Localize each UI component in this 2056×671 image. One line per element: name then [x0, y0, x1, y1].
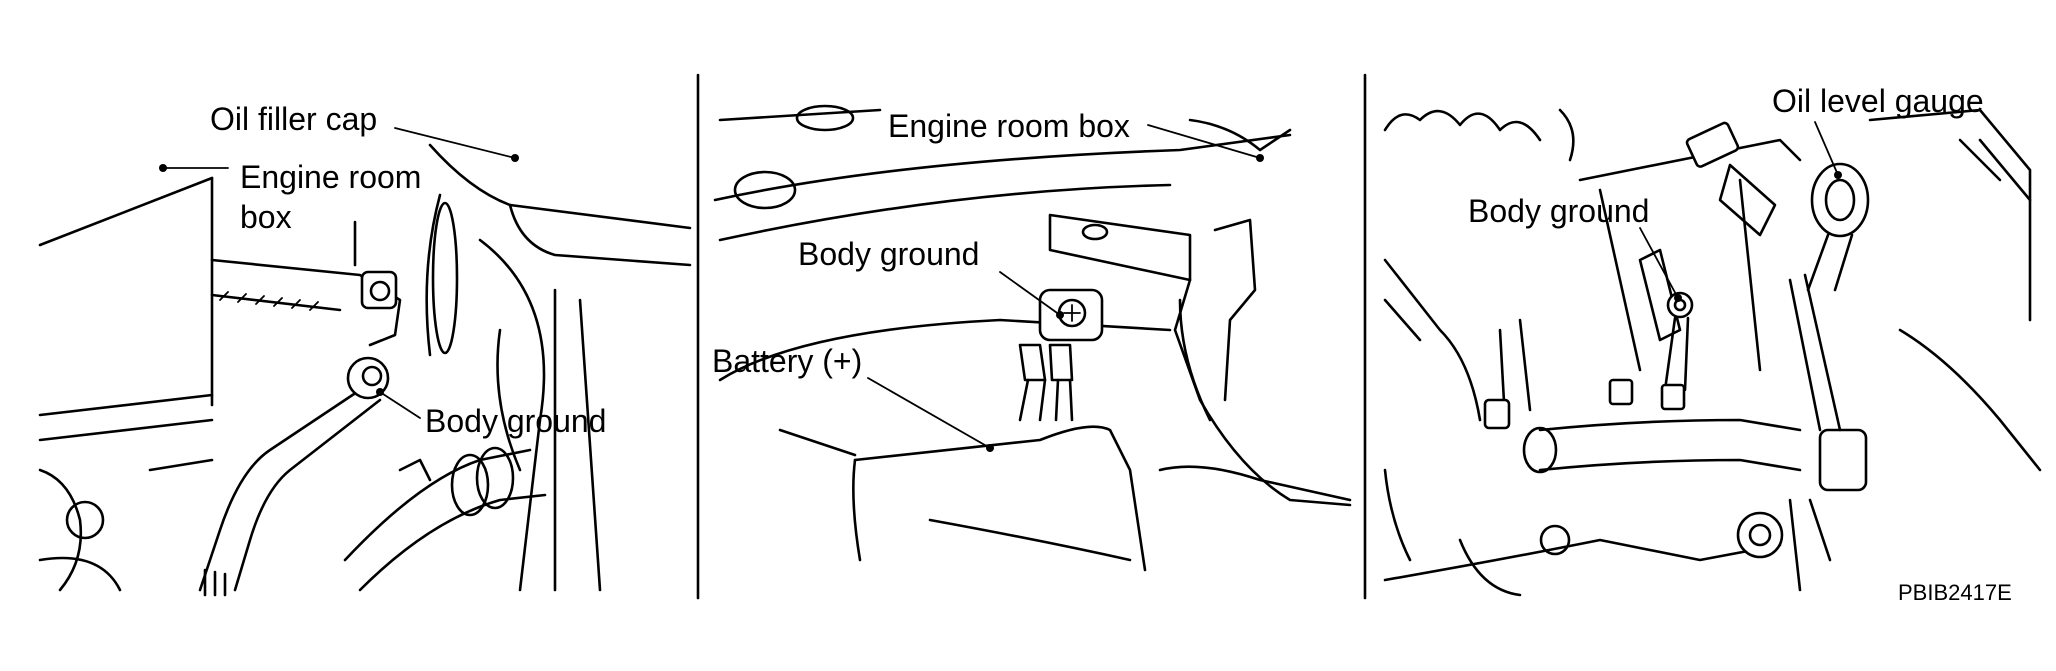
label-engine-room-box-line2: box [240, 199, 292, 235]
label-engine-room-box-line1: Engine room [240, 159, 421, 195]
panel-1: Oil filler cap Engine room box Body grou… [38, 101, 692, 597]
panel-1-engine-room-box-drawing [38, 176, 402, 472]
label-body-ground: Body ground [798, 236, 979, 272]
panel-2-battery-drawing [718, 318, 1352, 572]
panel-3-hoses-drawing [1383, 108, 1802, 474]
label-oil-level-gauge: Oil level gauge [1772, 83, 1984, 119]
panel-1-ground-cable-drawing [198, 356, 390, 597]
label-oil-filler-cap: Oil filler cap [210, 101, 377, 137]
panel-3: Oil level gauge Body ground [1383, 83, 2042, 597]
label-body-ground: Body ground [1468, 193, 1649, 229]
panel-2-ground-terminal-drawing [1018, 288, 1104, 422]
label-body-ground: Body ground [425, 403, 606, 439]
panel-2-bracket-drawing [1173, 218, 1352, 507]
panel-1-lower-left-parts [38, 468, 122, 592]
panel-2-leaders [867, 124, 1264, 452]
panel-3-oil-level-gauge-drawing [1685, 121, 1870, 432]
panel-1-leaders [159, 127, 519, 419]
panel-3-ground-terminal-drawing [1608, 291, 1694, 411]
panel-1-hose-drawing [343, 446, 547, 592]
panel-3-engine-drawing [1383, 108, 2042, 597]
panel-1-oil-filler-cap-drawing [425, 143, 692, 592]
panel-3-leaders [1639, 121, 1842, 302]
figure-code: PBIB2417E [1898, 580, 2012, 605]
label-battery-positive: Battery (+) [712, 343, 862, 379]
panel-2: Engine room box Body ground Battery (+) [712, 104, 1352, 572]
label-engine-room-box: Engine room box [888, 108, 1130, 144]
